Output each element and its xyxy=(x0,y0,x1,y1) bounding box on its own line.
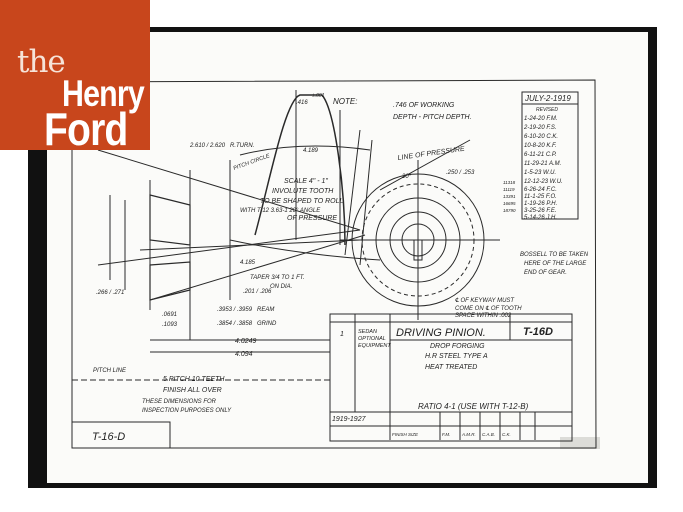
dim-turn: 2.610 / 2.620 xyxy=(189,143,226,149)
revision-entry: 1-24-20 F.M. xyxy=(524,116,558,122)
revision-entry: 6-10-20 C.K. xyxy=(524,134,558,140)
finish-size: FINISH SIZE xyxy=(392,432,419,437)
initials: C.K. xyxy=(502,432,511,437)
revision-list: 1-24-20 F.M. 2-19-20 F.S. 6-10-20 C.K. 1… xyxy=(523,116,563,221)
revision-number: 11318 xyxy=(503,180,516,185)
dim-d1: .1093 xyxy=(162,322,178,328)
material: H.R STEEL TYPE A xyxy=(425,353,488,360)
revision-entry: 11-29-21 A.M. xyxy=(524,161,561,167)
photo-frame xyxy=(28,27,657,488)
inspection-note: THESE DIMENSIONS FOR xyxy=(142,399,217,405)
material: DROP FORGING xyxy=(430,343,485,350)
dim-tooth-width: .416 xyxy=(296,100,308,106)
henry-ford-logo: the Henry Ford xyxy=(0,0,150,155)
side-note: HERE OF THE LARGE xyxy=(524,261,587,267)
part-name: DRIVING PINION. xyxy=(396,327,486,339)
logo-henry: Henry xyxy=(62,73,145,114)
scale-note: INVOLUTE TOOTH xyxy=(272,188,334,195)
years: 1919-1927 xyxy=(332,416,367,423)
revision-number: 11119 xyxy=(503,187,515,192)
pinion-side-view xyxy=(72,149,366,381)
taper-note: ON DIA. xyxy=(270,284,292,290)
drawing-border xyxy=(71,79,597,449)
logo-ford: Ford xyxy=(44,103,128,155)
revision-number: 16695 xyxy=(503,201,516,206)
dim-grind: .3854 / .3858 xyxy=(217,321,253,327)
note-label: NOTE: xyxy=(333,97,357,106)
side-note: END OF GEAR. xyxy=(524,270,567,276)
scale-note: SCALE 4" - 1" xyxy=(284,178,328,185)
material: HEAT TREATED xyxy=(425,364,477,371)
usage: SEDAN xyxy=(358,329,377,335)
dim-bore: .201 / .206 xyxy=(243,289,272,295)
pressure-angle: 20° xyxy=(401,174,412,180)
dim-d3: .266 / .271 xyxy=(96,290,124,296)
dim-ream: .3953 / .3959 xyxy=(217,307,253,313)
initials: F.M. xyxy=(442,432,450,437)
turn-label: R.TURN. xyxy=(230,143,254,149)
revision-entry: 5-14-26 J.H. xyxy=(524,215,557,221)
revision-number: 18790 xyxy=(503,208,516,213)
revised-label: REVISED xyxy=(536,107,558,113)
revision-entry: 1-5-23 W.U. xyxy=(524,170,556,176)
spec-note: FINISH ALL OVER xyxy=(163,387,222,394)
revision-entry: 2-19-20 F.S. xyxy=(523,125,557,131)
keyway-note: COME ON ℄ OF TOOTH xyxy=(455,305,522,312)
revision-entry: 6-11-21 C.P. xyxy=(524,152,557,158)
side-note: BOSSELL TO BE TAKEN xyxy=(520,252,589,258)
pitch-line-label: PITCH LINE xyxy=(93,368,127,374)
note-line: .746 OF WORKING xyxy=(393,102,455,109)
corner-id-box xyxy=(71,421,171,449)
scale-note: WITH T 12 3.63-1 20° ANGLE xyxy=(240,208,321,214)
revision-entry: 6-26-24 F.C. xyxy=(524,187,557,193)
revision-number: 13391 xyxy=(503,194,516,199)
title-block: 1 SEDAN OPTIONAL EQUIPMENT DRIVING PINIO… xyxy=(332,326,553,437)
keyway-note: SPACE WITHIN .002 xyxy=(455,313,512,319)
quantity: 1 xyxy=(340,331,344,338)
dim-tooth-tol: ±.001 xyxy=(312,93,325,99)
part-number: T-16D xyxy=(523,326,553,338)
dim-length-2: 4.094 xyxy=(235,351,253,358)
revision-table xyxy=(521,91,579,220)
dim-tooth-depth: 4.189 xyxy=(303,148,319,154)
usage: OPTIONAL xyxy=(358,336,386,342)
initials: C.A.B. xyxy=(482,432,495,437)
grind-label: GRIND xyxy=(257,321,277,327)
revision-entry: 3-25-26 F.E. xyxy=(524,208,557,214)
revision-entry: 11-1-25 F.O. xyxy=(524,194,557,200)
corner-drawing-id: T-16-D xyxy=(92,431,125,443)
dim-cone: 4.185 xyxy=(240,260,256,266)
gear-end-view xyxy=(340,139,500,320)
revision-entry: 10-8-20 K.F. xyxy=(524,143,557,149)
scale-note: OF PRESSURE xyxy=(287,215,337,222)
gear-tooth-profile xyxy=(254,94,346,246)
drawing-date: JULY-2-1919 xyxy=(524,94,571,103)
revision-entry: 1-19-26 P.H. xyxy=(524,201,557,207)
revision-entry: 12-12-23 W.U. xyxy=(524,179,563,185)
dim-d2: .0691 xyxy=(162,312,177,318)
ream-label: REAM xyxy=(257,307,274,313)
spec-note: 5 PITCH 10 TEETH xyxy=(163,376,225,383)
note-line: DEPTH - PITCH DEPTH. xyxy=(393,114,472,121)
taper-note: TAPER 3/4 TO 1 FT. xyxy=(250,275,305,281)
title-block-lines xyxy=(329,313,573,442)
logo-the: the xyxy=(17,44,66,80)
dim-keyhole: .250 / .253 xyxy=(446,170,475,176)
usage: EQUIPMENT xyxy=(358,343,391,349)
ratio: RATIO 4-1 (USE WITH T-12-B) xyxy=(418,402,529,411)
initials: A.M.R. xyxy=(461,432,476,437)
dim-length-1: 4.0249 xyxy=(235,338,257,345)
scale-note: TO BE SHAPED TO ROLL xyxy=(260,198,343,205)
inspection-note: INSPECTION PURPOSES ONLY xyxy=(142,408,232,414)
keyway-note: ℄ OF KEYWAY MUST xyxy=(455,297,515,304)
